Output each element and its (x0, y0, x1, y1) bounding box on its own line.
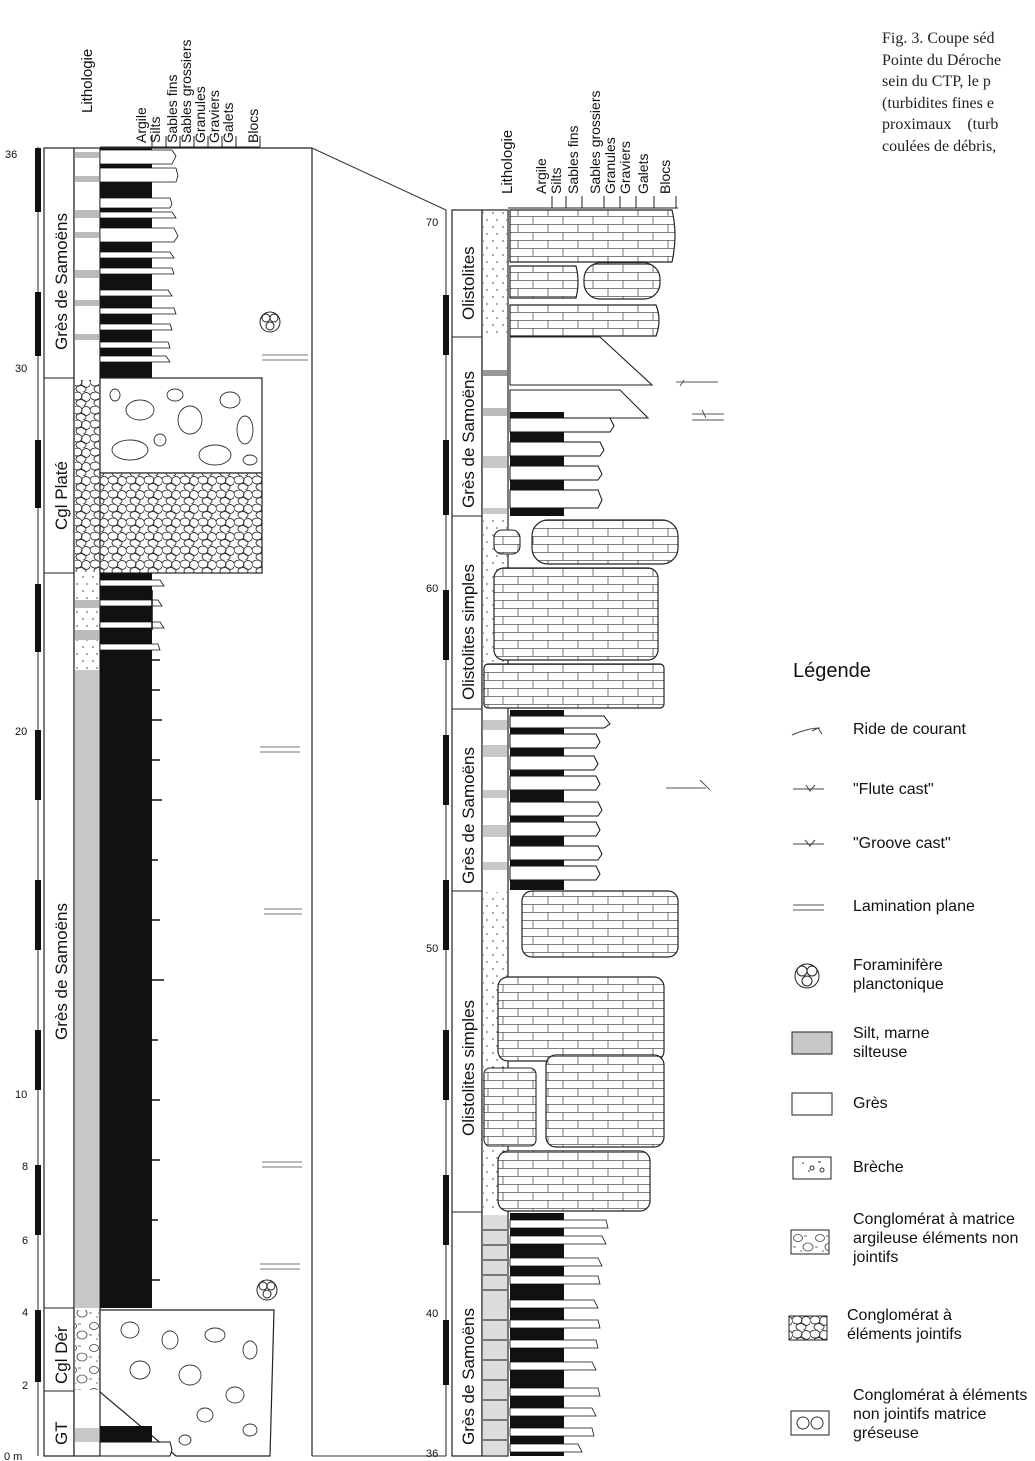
legend-icons (788, 727, 833, 1436)
left-depth-30: 30 (15, 363, 27, 375)
legend-label-foraminifera: Foraminifère planctonique (853, 957, 944, 993)
right-header-graviers: Graviers (617, 141, 633, 194)
right-header-galets: Galets (635, 154, 651, 194)
right-depth-70: 70 (426, 217, 438, 229)
left-unit-gt: GT (52, 1421, 71, 1445)
legend-label-ripple: Ride de courant (853, 721, 966, 738)
right-unit-olistolites-simples-2: Olistolites simples (459, 1000, 478, 1136)
legend-label-gres: Grès (853, 1095, 888, 1112)
left-header-sables-fins: Sables fins (164, 75, 180, 143)
right-unit-gres-samoens-3: Grès de Samoëns (459, 1308, 478, 1445)
left-unit-column: Grès de Samoëns Cgl Platé Grès de Samoën… (43, 147, 75, 1457)
left-depth-36: 36 (5, 149, 17, 161)
left-depth-8: 8 (22, 1161, 28, 1173)
left-depth-6: 6 (22, 1235, 28, 1247)
legend-label-cgl-jointive: Conglomérat à éléments jointifs (847, 1307, 962, 1343)
left-lithology-strip (73, 147, 101, 1457)
right-unit-column: Olistolites Grès de Samoëns Olistolites … (451, 209, 483, 1457)
right-depth-60: 60 (426, 583, 438, 595)
left-header-graviers: Graviers (206, 90, 222, 143)
conglomerate-sand-swatch (790, 1410, 830, 1436)
left-depth-20: 20 (15, 726, 27, 738)
left-unit-gres-samoens-top: Grès de Samoëns (52, 213, 71, 350)
legend-label-cgl-clay: Conglomérat à matrice argileuse éléments… (853, 1211, 1019, 1266)
silt-swatch (791, 1031, 833, 1055)
left-depth-axis: 36 30 20 10 8 6 4 2 0 m (4, 147, 41, 1461)
right-unit-gres-samoens-2: Grès de Samoëns (459, 747, 478, 884)
left-header-galets: Galets (220, 103, 236, 143)
caption-line: Fig. 3. Coupe séd (882, 30, 995, 47)
legend-label-silt: Silt, marne silteuse (853, 1025, 930, 1061)
right-depth-axis: 70 60 50 40 36 (426, 210, 449, 1460)
right-header-sables-grossiers: Sables grossiers (587, 91, 603, 195)
conglomerate-jointive-swatch (788, 1315, 828, 1341)
right-column-headers: Lithologie Argile Silts Sables fins Sabl… (499, 91, 678, 209)
foraminifera-icon (794, 963, 820, 989)
sandstone-swatch (791, 1092, 833, 1116)
right-depth-50: 50 (426, 943, 438, 955)
left-unit-cgl-der: Cgl Dér (52, 1326, 71, 1384)
right-lithology-header: Lithologie (499, 130, 516, 194)
caption-line: Pointe du Déroche (882, 51, 1002, 69)
left-depth-0: 0 m (4, 1451, 22, 1461)
flute-cast-icon (793, 784, 824, 792)
caption-line: sein du CTP, le p (882, 73, 991, 90)
right-header-blocs: Blocs (657, 160, 673, 194)
lamination-icon (793, 904, 824, 911)
left-depth-2: 2 (22, 1380, 28, 1392)
left-lithology-header: Lithologie (79, 49, 96, 113)
left-depth-10: 10 (15, 1089, 27, 1101)
caption-line: (turbidites fines e (882, 94, 994, 112)
right-unit-gres-samoens-1: Grès de Samoëns (459, 371, 478, 508)
connector-top (311, 147, 447, 211)
breccia-swatch (792, 1156, 832, 1180)
legend-label-cgl-sand: Conglomérat à éléments non jointifs matr… (853, 1387, 1028, 1442)
left-unit-cgl-plate: Cgl Platé (52, 461, 71, 530)
caption-line: proximaux (turb (882, 116, 999, 133)
ripple-icon (791, 727, 823, 736)
right-unit-olistolites-simples-1: Olistolites simples (459, 564, 478, 700)
caption-line: coulées de débris, (882, 137, 997, 155)
left-header-blocs: Blocs (245, 109, 261, 143)
left-header-argile: Argile (133, 107, 149, 143)
right-header-sables-fins: Sables fins (565, 126, 581, 194)
right-header-granules: Granules (602, 137, 618, 194)
left-grainsize-profile (99, 147, 313, 1457)
right-depth-36: 36 (426, 1448, 438, 1460)
right-header-argile: Argile (533, 158, 549, 194)
left-unit-gres-samoens-main: Grès de Samoëns (52, 903, 71, 1040)
right-grainsize-profile (483, 209, 724, 1456)
groove-cast-icon (793, 839, 824, 847)
left-depth-4: 4 (22, 1307, 28, 1319)
legend-label-lamination: Lamination plane (853, 898, 975, 915)
legend-label-breche: Brèche (853, 1159, 904, 1176)
legend-label-flute: "Flute cast" (853, 781, 934, 798)
legend-title: Légende (793, 660, 871, 682)
left-header-granules: Granules (192, 86, 208, 143)
right-unit-olistolites: Olistolites (459, 246, 478, 320)
right-depth-40: 40 (426, 1308, 438, 1320)
right-header-silts: Silts (548, 168, 564, 194)
figure-caption: Fig. 3. Coupe séd Pointe du Déroche sein… (882, 28, 1035, 157)
legend-label-groove: "Groove cast" (853, 835, 951, 852)
left-header-silts: Silts (147, 117, 163, 143)
left-header-sables-grossiers: Sables grossiers (178, 40, 194, 144)
left-column-headers: Lithologie Argile Silts Sables fins Sabl… (79, 40, 261, 148)
right-lithology-strip (481, 209, 509, 1457)
conglomerate-clay-swatch (790, 1229, 830, 1255)
